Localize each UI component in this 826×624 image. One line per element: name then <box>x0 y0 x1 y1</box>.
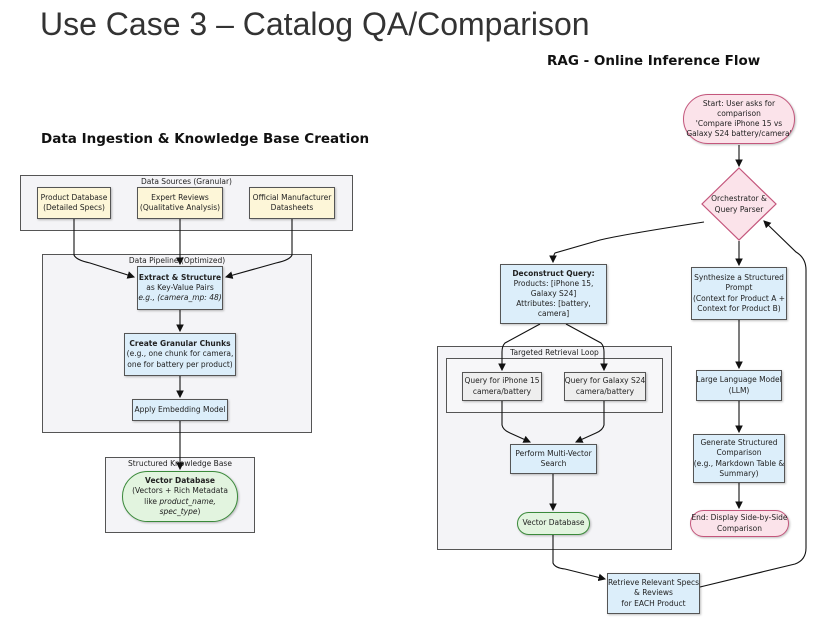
node-text: (LLM) <box>728 385 750 395</box>
node-text: camera/battery <box>575 386 635 396</box>
node-text: Datasheets <box>270 203 314 212</box>
product-database-node: Product Database (Detailed Specs) <box>37 187 111 219</box>
node-text: Summary) <box>719 468 759 478</box>
node-text: camera/battery <box>472 386 532 396</box>
deconstruct-query-node: Deconstruct Query: Products: [iPhone 15,… <box>500 264 607 324</box>
node-text: Official Manufacturer <box>252 192 332 202</box>
node-text: product_name, <box>159 496 216 506</box>
node-text: camera] <box>537 309 570 319</box>
node-text: as Key-Value Pairs <box>146 282 214 292</box>
node-text: one for battery per product) <box>127 359 233 369</box>
node-text: Synthesize a Structured <box>694 273 784 283</box>
vector-database-node: Vector Database (Vectors + Rich Metadata… <box>122 471 238 522</box>
slide-title: Use Case 3 – Catalog QA/Comparison <box>40 6 590 42</box>
node-text: Galaxy S24] <box>530 288 577 298</box>
query-iphone-node: Query for iPhone 15 camera/battery <box>462 372 542 401</box>
node-text: (camera_mp: 48) <box>157 293 222 303</box>
llm-node: Large Language Model (LLM) <box>696 370 782 401</box>
generate-comparison-node: Generate Structured Comparison (e.g., Ma… <box>693 434 785 483</box>
node-text: Large Language Model <box>696 375 782 385</box>
ingestion-heading: Data Ingestion & Knowledge Base Creation <box>41 131 370 147</box>
node-text: (Vectors + Rich Metadata <box>132 486 228 496</box>
node-text: for EACH Product <box>621 598 686 608</box>
node-text: Query for iPhone 15 <box>464 376 540 386</box>
start-node: Start: User asks for comparison 'Compare… <box>683 94 795 144</box>
node-text: like <box>144 496 158 506</box>
end-node: End: Display Side-by-Side Comparison <box>690 510 789 537</box>
node-text: Search <box>540 459 567 468</box>
granular-chunks-node: Create Granular Chunks (e.g., one chunk … <box>124 333 236 376</box>
orchestrator-label: Orchestrator & Query Parser <box>702 194 776 215</box>
node-text: Product Database <box>40 192 108 202</box>
expert-reviews-node: Expert Reviews (Qualitative Analysis) <box>137 187 223 219</box>
node-text: Apply Embedding Model <box>134 404 226 414</box>
node-title: Create Granular Chunks <box>129 339 231 349</box>
node-text: Comparison <box>716 448 762 458</box>
node-text: (Qualitative Analysis) <box>139 203 221 212</box>
node-text: Expert Reviews <box>151 192 209 202</box>
node-text: Prompt <box>725 283 753 293</box>
node-text: (Detailed Specs) <box>43 203 105 212</box>
orchestrator-diamond <box>701 167 777 241</box>
rag-vector-database-node: Vector Database <box>517 512 590 535</box>
node-text: (e.g., one chunk for camera, <box>126 349 234 359</box>
node-text: End: Display Side-by-Side <box>691 513 788 523</box>
node-text: Comparison <box>717 523 762 533</box>
node-text: Generate Structured <box>700 438 778 448</box>
node-text: Perform Multi-Vector <box>515 448 592 458</box>
embedding-model-node: Apply Embedding Model <box>132 399 228 421</box>
node-text: Start: User asks for <box>702 98 776 108</box>
node-text: Vector Database <box>522 518 585 528</box>
data-sources-label: Data Sources (Granular) <box>141 177 232 186</box>
retrieve-specs-node: Retrieve Relevant Specs & Reviews for EA… <box>607 573 700 614</box>
synthesize-prompt-node: Synthesize a Structured Prompt (Context … <box>691 267 787 320</box>
node-text: e.g., <box>138 293 155 303</box>
node-text: ) <box>197 506 201 516</box>
extract-structure-node: Extract & Structure as Key-Value Pairs e… <box>137 266 223 310</box>
node-title: Vector Database <box>145 476 215 486</box>
node-text: Products: [iPhone 15, <box>513 278 594 288</box>
node-text: Query Parser <box>714 204 764 214</box>
node-title: Deconstruct Query: <box>512 268 595 278</box>
node-text: (e.g., Markdown Table & <box>693 458 785 468</box>
rag-flow-heading: RAG - Online Inference Flow <box>547 53 761 69</box>
node-text: spec_type <box>159 506 198 516</box>
node-text: Galaxy S24 battery/camera' <box>686 129 792 139</box>
node-text: Context for Product B) <box>697 303 781 313</box>
node-text: & Reviews <box>634 588 673 598</box>
node-text: 'Compare iPhone 15 vs <box>695 119 783 128</box>
node-text: Retrieve Relevant Specs <box>607 578 700 588</box>
node-text: Query for Galaxy S24 <box>564 376 646 386</box>
multi-vector-search-node: Perform Multi-Vector Search <box>510 444 597 474</box>
node-text: (Context for Product A + <box>692 293 786 303</box>
query-galaxy-node: Query for Galaxy S24 camera/battery <box>564 372 646 401</box>
retrieval-loop-label: Targeted Retrieval Loop <box>510 348 599 357</box>
node-title: Extract & Structure <box>138 272 222 282</box>
node-text: comparison <box>717 108 761 118</box>
manufacturer-datasheets-node: Official Manufacturer Datasheets <box>249 187 335 219</box>
node-text: Attributes: [battery, <box>516 299 591 309</box>
node-text: Orchestrator & <box>711 194 767 203</box>
